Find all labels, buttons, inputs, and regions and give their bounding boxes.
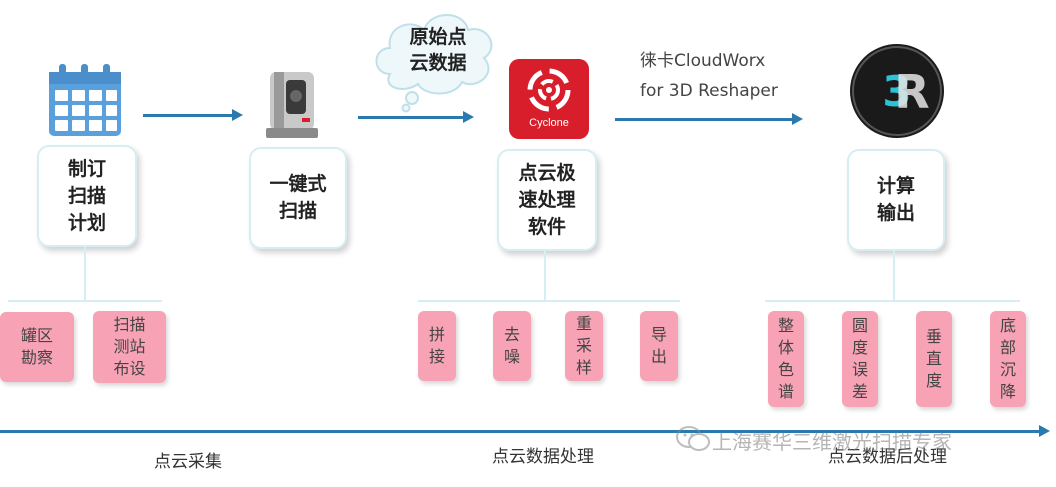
cloud-text: 原始点 云数据 (409, 26, 467, 74)
cyclone-logo: Cyclone (509, 59, 589, 139)
flow-arrow-2 (358, 111, 474, 123)
phase-label-postprocessing: 点云数据后处理 (828, 447, 947, 467)
calendar-icon (49, 64, 121, 136)
3dr-logo: 3 R (850, 44, 944, 138)
svg-text:3: 3 (882, 67, 911, 116)
cyclone-swirl-icon (527, 68, 571, 112)
subtask-tank-survey: 罐区 勘察 (0, 312, 74, 382)
connector-horizontal-1 (8, 300, 162, 302)
subtask-resample: 重 采 样 (565, 311, 603, 381)
laser-scanner-icon (266, 72, 318, 138)
connector-vertical-2 (544, 250, 546, 300)
timeline-arrow (0, 425, 1050, 437)
subtask-roundness: 圆 度 误 差 (842, 311, 878, 407)
subtask-station-layout: 扫描 测站 布设 (93, 311, 166, 383)
subtask-verticality: 垂 直 度 (916, 311, 952, 407)
flow-arrow-1 (143, 109, 243, 121)
watermark-text: 上海赛华三维激光扫描专家 (712, 430, 952, 454)
flow-arrow-3 (615, 113, 803, 125)
step-card-output: 计算 输出 (847, 149, 945, 251)
step-card-scan: 一键式 扫描 (249, 147, 347, 249)
step-card-plan: 制订 扫描 计划 (37, 145, 137, 247)
phase-label-collection: 点云采集 (154, 452, 222, 472)
subtask-stitching: 拼 接 (418, 311, 456, 381)
connector-horizontal-2 (418, 300, 680, 302)
thought-cloud (375, 14, 493, 113)
cyclone-logo-text: Cyclone (529, 117, 569, 129)
connector-vertical-3 (893, 250, 895, 300)
phase-label-processing: 点云数据处理 (492, 447, 594, 467)
subtask-denoise: 去 噪 (493, 311, 531, 381)
connector-horizontal-3 (765, 300, 1020, 302)
subtask-settlement: 底 部 沉 降 (990, 311, 1026, 407)
subtask-export: 导 出 (640, 311, 678, 381)
svg-text:R: R (894, 65, 929, 119)
software-label: 徕卡CloudWorx for 3D Reshaper (640, 51, 778, 101)
wechat-icon (676, 426, 710, 451)
connector-vertical-1 (84, 246, 86, 300)
step-card-software: 点云极 速处理 软件 (497, 149, 597, 251)
subtask-color-map: 整 体 色 谱 (768, 311, 804, 407)
